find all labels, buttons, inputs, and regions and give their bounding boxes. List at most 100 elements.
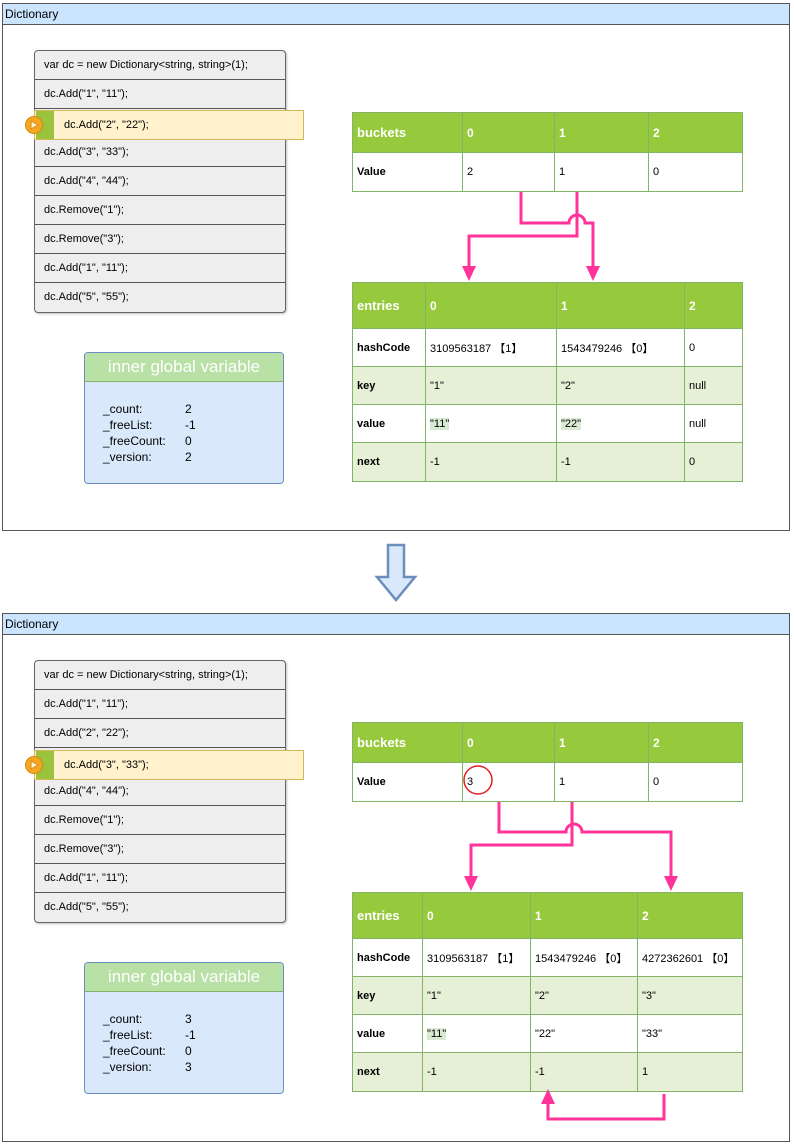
code-line: dc.Add("1", "11");: [35, 690, 285, 719]
code-line: dc.Remove("3");: [35, 835, 285, 864]
entry-cell: "1": [422, 976, 531, 1015]
arrow-head: [664, 876, 678, 891]
entry-index: 0: [425, 282, 557, 329]
entry-cell: null: [684, 366, 743, 405]
current-code-text: dc.Add("2", "22");: [64, 119, 149, 131]
buckets-header: buckets: [352, 722, 463, 763]
var-freecount: _freeCount:0: [103, 1044, 192, 1058]
code-line: var dc = new Dictionary<string, string>(…: [35, 51, 285, 80]
entry-cell: "3": [637, 976, 743, 1015]
entry-cell: "33": [637, 1014, 743, 1053]
arrow-head: [462, 266, 476, 281]
var-freelist: _freeList:-1: [103, 418, 196, 432]
entries-header: entries: [352, 282, 426, 329]
var-count: _count:3: [103, 1012, 192, 1026]
dictionary-panel-1: Dictionary var dc = new Dictionary<strin…: [2, 3, 790, 531]
buckets-header: buckets: [352, 112, 463, 153]
entry-cell: -1: [556, 442, 685, 482]
arrow-head: [586, 266, 600, 281]
code-line: dc.Remove("3");: [35, 225, 285, 254]
inner-global-variable-box: inner global variable _count:3 _freeList…: [84, 962, 284, 1094]
entry-index: 2: [637, 892, 743, 939]
entry-cell: 1: [637, 1052, 743, 1092]
arrow-bucket0-to-entry2: [497, 802, 673, 879]
code-line: dc.Add("3", "33");: [35, 138, 285, 167]
bucket-index: 1: [554, 112, 649, 153]
var-count: _count:2: [103, 402, 192, 416]
code-line: dc.Add("1", "11");: [35, 80, 285, 109]
bucket-index: 0: [462, 722, 555, 763]
entry-cell: "11": [422, 1014, 531, 1053]
entries-table: entries 0 1 2 hashCode 3109563187 【1】 15…: [352, 892, 743, 1092]
panel-title: Dictionary: [3, 614, 789, 635]
entry-cell: null: [684, 404, 743, 443]
code-line: dc.Add("1", "11");: [35, 254, 285, 283]
entry-cell: "2": [556, 366, 685, 405]
entry-cell: "22": [530, 1014, 638, 1053]
panel-title: Dictionary: [3, 4, 789, 25]
current-code-line: dc.Add("3", "33");: [34, 750, 304, 780]
code-line: dc.Add("5", "55");: [44, 901, 129, 913]
arrow-head: [464, 876, 478, 891]
entry-cell: 0: [684, 442, 743, 482]
code-line: var dc = new Dictionary<string, string>(…: [35, 661, 285, 690]
row-label: next: [352, 442, 426, 482]
entry-cell: 0: [684, 328, 743, 367]
bucket-value: 0: [648, 152, 743, 192]
bucket-index: 1: [554, 722, 649, 763]
row-label: Value: [352, 762, 463, 802]
row-label: key: [352, 366, 426, 405]
entry-cell: 3109563187 【1】: [425, 328, 557, 367]
code-listing: var dc = new Dictionary<string, string>(…: [34, 50, 286, 313]
entries-table: entries 0 1 2 hashCode 3109563187 【1】 15…: [352, 282, 743, 482]
entry-cell: 3109563187 【1】: [422, 938, 531, 977]
entry-cell: "1": [425, 366, 557, 405]
play-icon: [25, 756, 43, 774]
entry-cell: -1: [530, 1052, 638, 1092]
code-line: dc.Remove("1");: [35, 806, 285, 835]
row-label: next: [352, 1052, 423, 1092]
var-version: _version:2: [103, 450, 192, 464]
arrow-bucket1-to-entry0: [467, 192, 579, 269]
bucket-index: 2: [648, 112, 743, 153]
buckets-table: buckets 0 1 2 Value 2 1 0: [352, 112, 743, 192]
entry-index: 2: [684, 282, 743, 329]
dictionary-panel-2: Dictionary var dc = new Dictionary<strin…: [2, 613, 790, 1142]
bucket-value: 2: [462, 152, 555, 192]
current-code-line: dc.Add("2", "22");: [34, 110, 304, 140]
entries-header: entries: [352, 892, 423, 939]
row-label: Value: [352, 152, 463, 192]
var-box-title: inner global variable: [85, 353, 283, 382]
code-line: dc.Add("4", "44");: [35, 777, 285, 806]
bucket-value: 1: [554, 762, 649, 802]
entry-index: 1: [556, 282, 685, 329]
code-line: dc.Add("5", "55");: [44, 291, 129, 303]
buckets-table: buckets 0 1 2 Value 3 1 0: [352, 722, 743, 802]
var-freelist: _freeList:-1: [103, 1028, 196, 1042]
row-label: value: [352, 404, 426, 443]
arrow-bucket1-to-entry0: [469, 802, 574, 879]
arrow-next-entry2-to-entry1: [546, 1094, 666, 1121]
bucket-index: 0: [462, 112, 555, 153]
var-version: _version:3: [103, 1060, 192, 1074]
down-arrow-icon: [374, 543, 418, 602]
row-label: hashCode: [352, 938, 423, 977]
entry-cell: "2": [530, 976, 638, 1015]
current-code-text: dc.Add("3", "33");: [64, 759, 149, 771]
var-box-title: inner global variable: [85, 963, 283, 992]
entry-cell: -1: [425, 442, 557, 482]
entry-index: 1: [530, 892, 638, 939]
code-listing: var dc = new Dictionary<string, string>(…: [34, 660, 286, 923]
arrow-bucket0-to-entry1: [519, 192, 595, 269]
row-label: key: [352, 976, 423, 1015]
bucket-value: 3: [462, 762, 555, 802]
code-line: dc.Add("2", "22");: [35, 719, 285, 748]
entry-cell: 1543479246 【0】: [556, 328, 685, 367]
bucket-value: 0: [648, 762, 743, 802]
inner-global-variable-box: inner global variable _count:2 _freeList…: [84, 352, 284, 484]
entry-index: 0: [422, 892, 531, 939]
entry-cell: -1: [422, 1052, 531, 1092]
code-line: dc.Add("1", "11");: [35, 864, 285, 893]
entry-cell: 1543479246 【0】: [530, 938, 638, 977]
row-label: value: [352, 1014, 423, 1053]
